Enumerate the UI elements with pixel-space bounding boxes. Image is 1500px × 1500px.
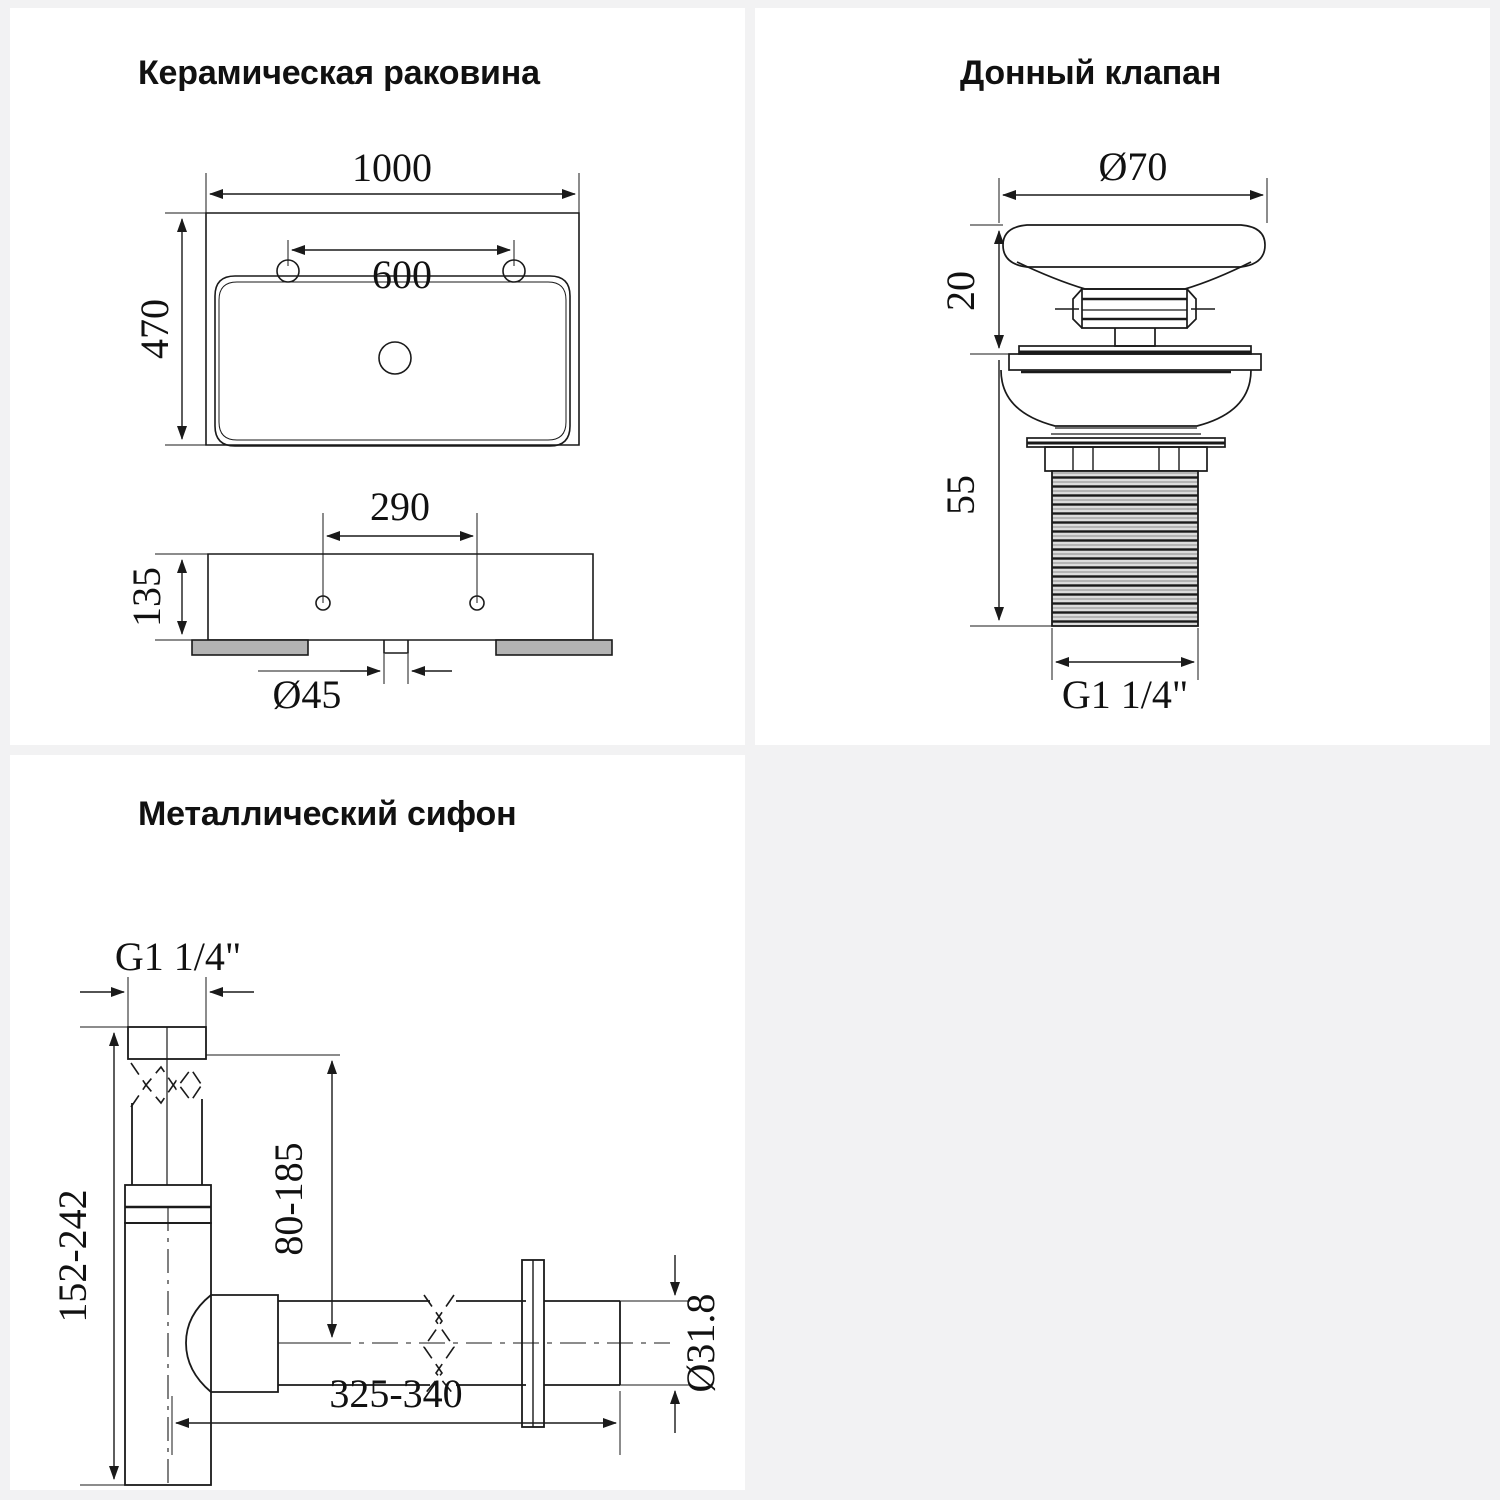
dim-sink-tap-spacing-section: 290 <box>370 484 430 529</box>
dim-siphon-reach: 325-340 <box>329 1371 462 1416</box>
dim-valve-dia: Ø70 <box>1099 144 1168 189</box>
panel-empty <box>755 755 1490 1490</box>
dim-sink-depth: 135 <box>124 567 169 627</box>
dim-siphon-outlet-height: 80-185 <box>266 1142 311 1255</box>
dim-sink-tap-spacing: 600 <box>372 252 432 297</box>
dim-sink-height: 470 <box>132 299 177 359</box>
siphon-drawing: G1 1/4" <box>50 934 723 1490</box>
panel-title-valve: Донный клапан <box>960 54 1222 92</box>
panel-metal-siphon: Металлический сифон G1 1/4" <box>10 755 745 1490</box>
dim-siphon-thread: G1 1/4" <box>115 934 241 979</box>
panel-title-siphon: Металлический сифон <box>138 795 517 833</box>
dim-valve-shank: 55 <box>938 475 983 515</box>
dim-sink-width: 1000 <box>352 145 432 190</box>
dim-valve-thread: G1 1/4" <box>1062 672 1188 717</box>
dim-siphon-height: 152-242 <box>50 1189 95 1322</box>
panel-title-sink: Керамическая раковина <box>138 54 540 92</box>
panel-ceramic-sink: Керамическая раковина 1000 <box>10 8 745 745</box>
panel-drain-valve: Донный клапан Ø70 <box>755 8 1490 745</box>
valve-drawing: Ø70 <box>938 144 1268 717</box>
dim-valve-cap-height: 20 <box>938 271 983 311</box>
dim-sink-drain-dia: Ø45 <box>273 672 342 717</box>
dim-siphon-pipe-dia: Ø31.8 <box>678 1294 723 1393</box>
sink-drawing: 1000 470 600 <box>124 145 613 717</box>
